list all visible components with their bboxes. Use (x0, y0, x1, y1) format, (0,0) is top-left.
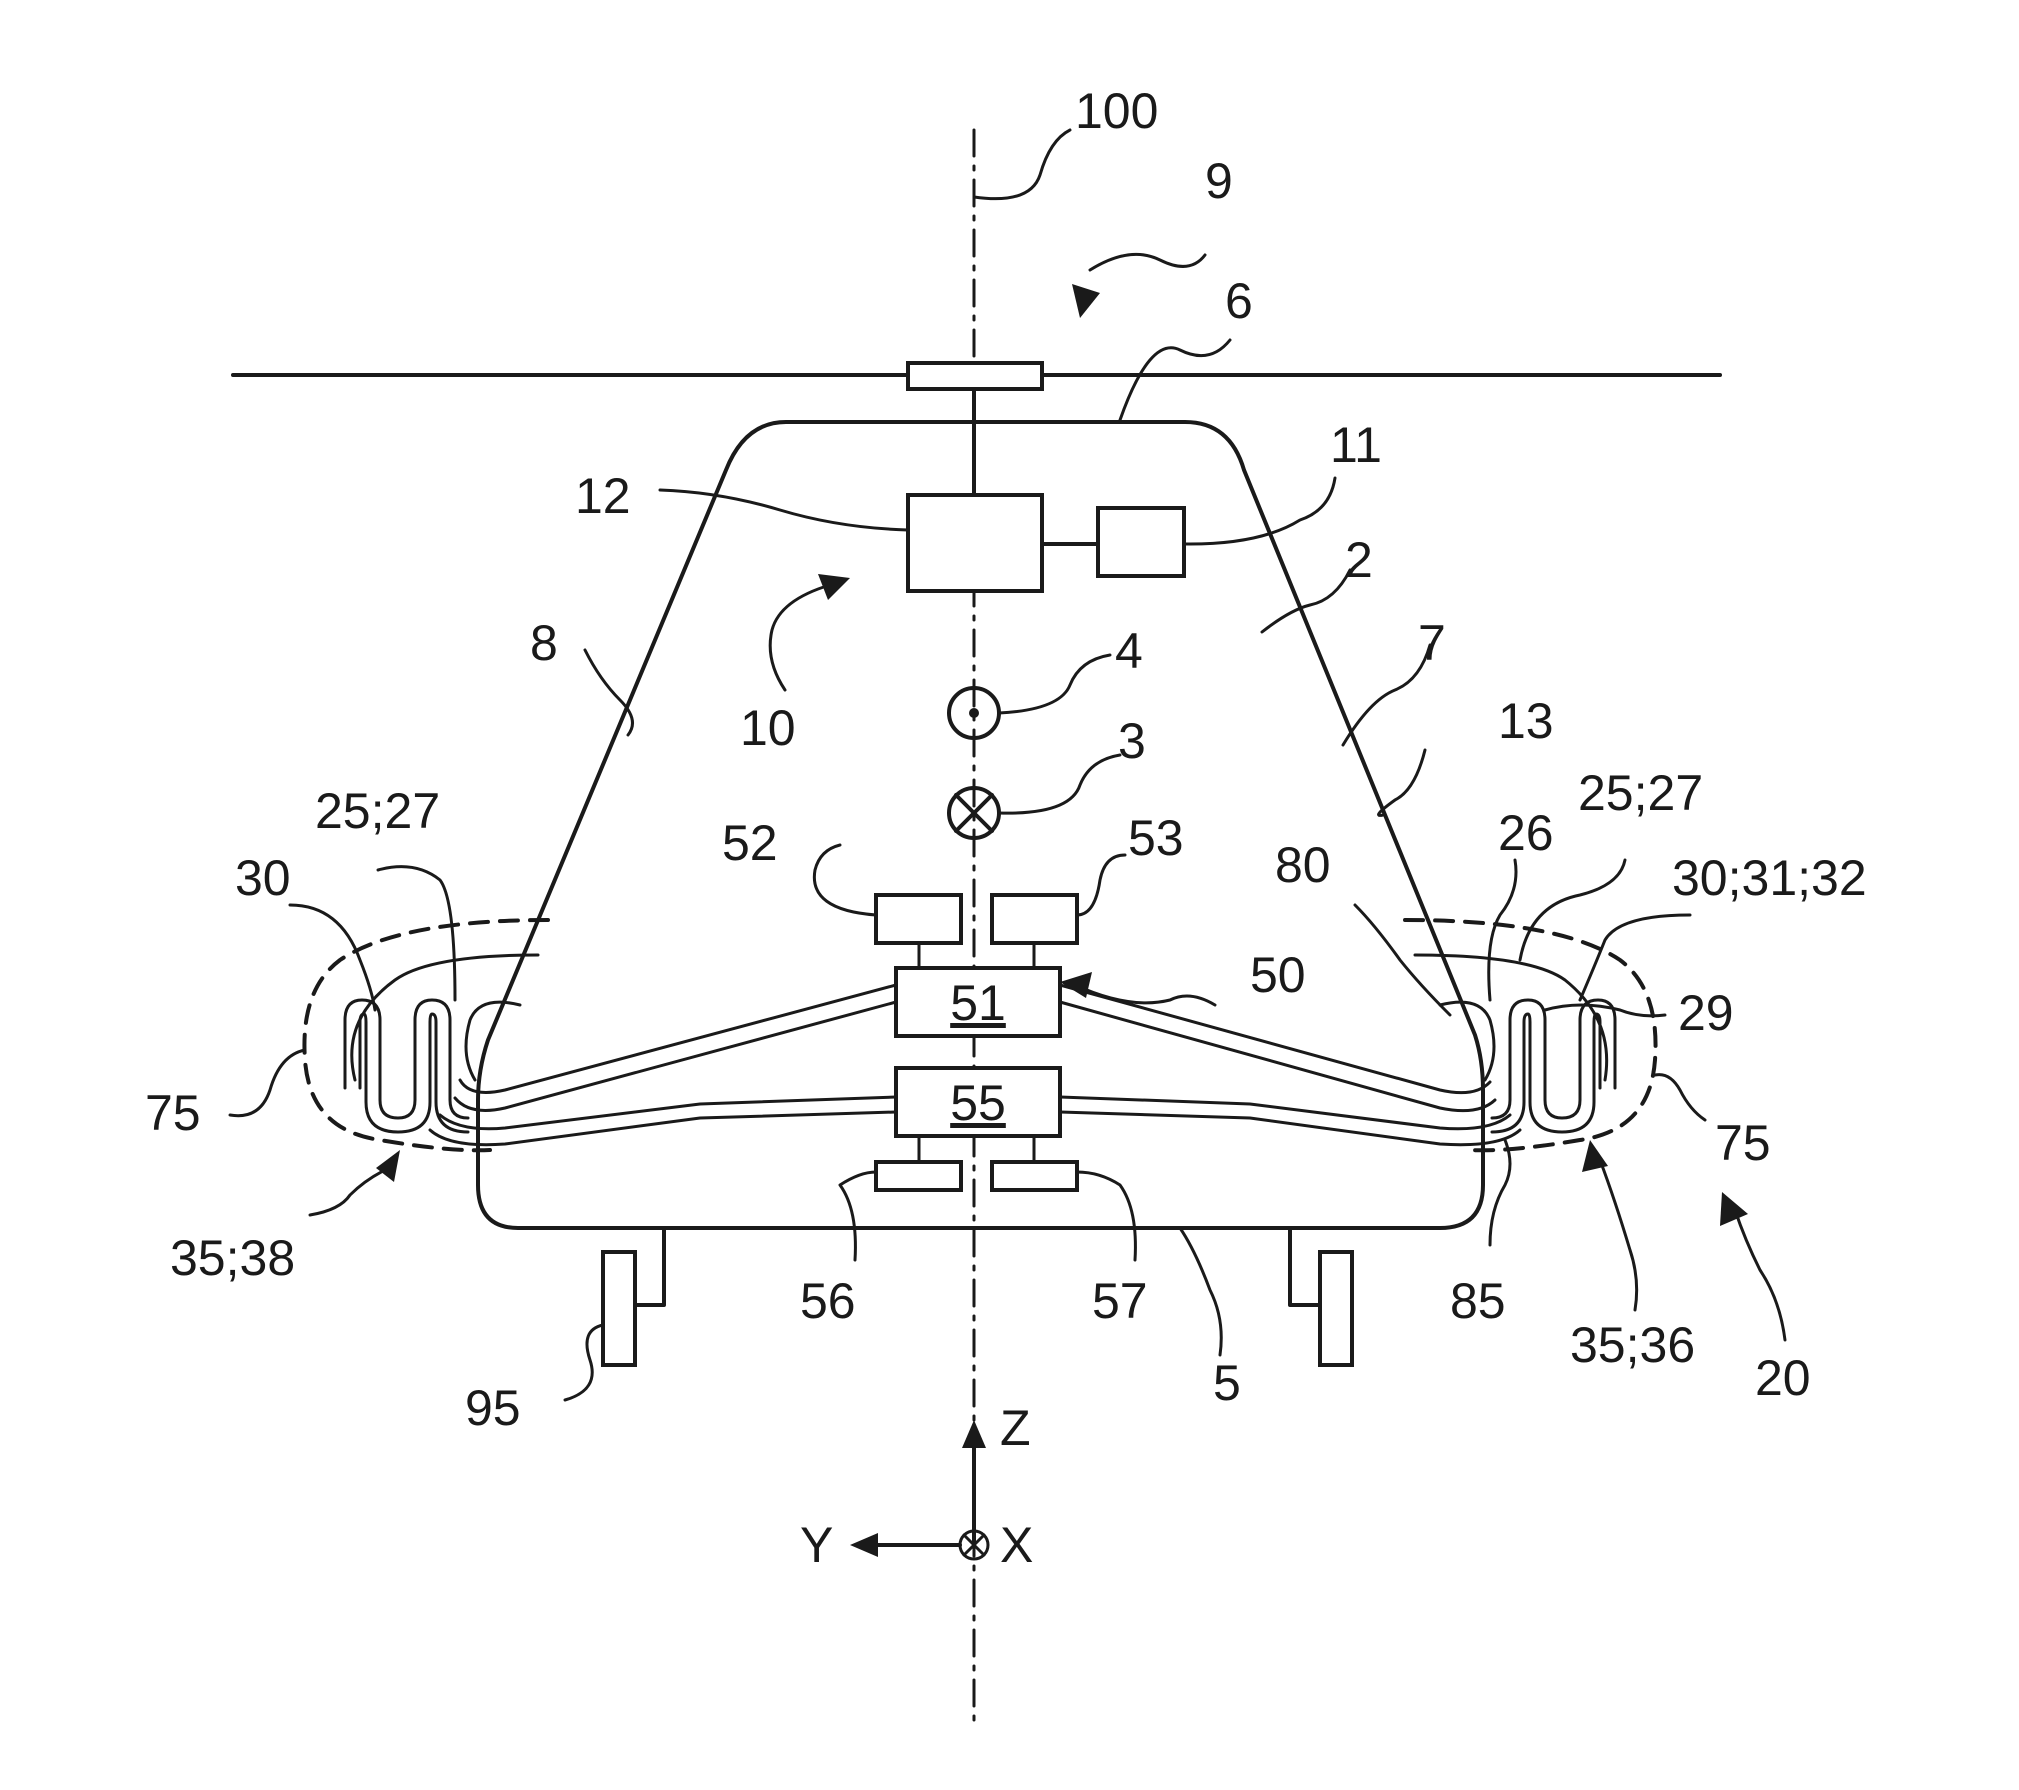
leader-50 (1075, 985, 1215, 1005)
leader-25-27-left (378, 867, 455, 1000)
label-25-27-left: 25;27 (315, 783, 440, 839)
leader-52 (814, 845, 876, 915)
box-12 (908, 495, 1042, 591)
leader-30-31-32 (1580, 915, 1690, 1000)
arrow-20 (1720, 1192, 1748, 1226)
label-3: 3 (1118, 713, 1146, 769)
label-4: 4 (1115, 623, 1143, 679)
leader-7 (1343, 645, 1430, 745)
label-95: 95 (465, 1380, 521, 1436)
leader-26 (1489, 860, 1516, 1000)
label-8: 8 (530, 615, 558, 671)
label-2: 2 (1345, 532, 1373, 588)
leader-30-left (290, 905, 375, 1010)
label-axis-y: Y (800, 1517, 833, 1573)
label-52: 52 (722, 815, 778, 871)
leader-57 (1077, 1172, 1135, 1260)
label-85: 85 (1450, 1273, 1506, 1329)
leader-85 (1490, 1140, 1510, 1245)
left-fold-outer (345, 1000, 468, 1118)
axis-dot (969, 708, 979, 718)
leader-12 (660, 490, 908, 530)
label-57: 57 (1092, 1273, 1148, 1329)
label-56: 56 (800, 1273, 856, 1329)
upper-cable-right-b (1060, 1002, 1495, 1111)
label-29: 29 (1678, 985, 1734, 1041)
label-51: 51 (950, 975, 1006, 1031)
leader-10 (770, 585, 830, 690)
label-20: 20 (1755, 1350, 1811, 1406)
label-11: 11 (1330, 417, 1382, 473)
label-10: 10 (740, 700, 796, 756)
label-75-left: 75 (145, 1085, 201, 1141)
leader-35-36 (1600, 1160, 1637, 1310)
leader-9 (1090, 254, 1205, 270)
leader-95 (565, 1325, 603, 1400)
leader-29 (1545, 1005, 1665, 1016)
arrow-9 (1072, 284, 1100, 318)
leader-5 (1180, 1228, 1221, 1355)
label-7: 7 (1418, 615, 1446, 671)
right-landing-skid (1320, 1252, 1352, 1365)
label-26: 26 (1498, 805, 1554, 861)
leader-53 (1077, 855, 1125, 915)
arrow-35-38 (376, 1150, 400, 1182)
box-52 (876, 895, 961, 943)
label-axis-x: X (1000, 1517, 1033, 1573)
rotor-hub (908, 363, 1042, 389)
right-gear-strut (1290, 1228, 1320, 1305)
leader-6 (1120, 340, 1230, 420)
upper-cable-left-a (460, 985, 896, 1092)
leader-75-left (230, 1050, 305, 1116)
leader-35-38 (310, 1170, 385, 1215)
leader-4 (999, 655, 1110, 713)
label-axis-z: Z (1000, 1400, 1031, 1456)
left-small-loop (466, 1002, 520, 1080)
label-35-38: 35;38 (170, 1230, 295, 1286)
leader-100 (974, 130, 1070, 199)
label-25-27-right: 25;27 (1578, 765, 1703, 821)
box-11 (1098, 508, 1184, 576)
leader-3 (999, 755, 1120, 813)
label-12: 12 (575, 468, 631, 524)
box-53 (992, 895, 1077, 943)
y-arrowhead (850, 1533, 878, 1557)
label-6: 6 (1225, 273, 1253, 329)
label-75-right: 75 (1715, 1115, 1771, 1171)
label-50: 50 (1250, 947, 1306, 1003)
label-13: 13 (1498, 693, 1554, 749)
label-80: 80 (1275, 837, 1331, 893)
box-56 (876, 1162, 961, 1190)
leader-13 (1379, 750, 1425, 815)
leader-56 (840, 1172, 876, 1260)
label-9: 9 (1205, 153, 1233, 209)
label-53: 53 (1128, 810, 1184, 866)
leader-8 (585, 650, 633, 735)
left-gear-strut (635, 1228, 664, 1305)
leader-25-27-right (1520, 860, 1625, 960)
z-arrowhead (962, 1420, 986, 1448)
label-55: 55 (950, 1075, 1006, 1131)
leader-75-right (1655, 1075, 1705, 1120)
label-35-36: 35;36 (1570, 1317, 1695, 1373)
label-5: 5 (1213, 1355, 1241, 1411)
label-100: 100 (1075, 83, 1158, 139)
label-30-31-32: 30;31;32 (1672, 850, 1867, 906)
leader-20 (1735, 1210, 1785, 1340)
box-57 (992, 1162, 1077, 1190)
upper-cable-left-b (455, 1002, 896, 1110)
left-landing-skid (603, 1252, 635, 1365)
label-30: 30 (235, 850, 291, 906)
